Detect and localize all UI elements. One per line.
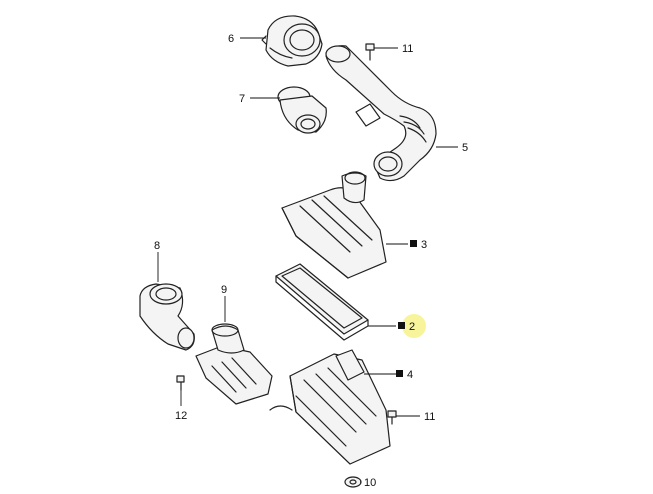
callout-3-label[interactable]: 3 [421,239,427,251]
callout-12-label[interactable]: 12 [175,410,187,422]
leader-lines [157,37,458,483]
part-11-bolt-bottom[interactable] [387,410,397,425]
part-6-resonator[interactable] [261,15,323,67]
callout-2-highlight [402,314,426,338]
part-7-elbow[interactable] [277,86,327,134]
part-8-lower-elbow[interactable] [139,283,195,351]
callout-8-label[interactable]: 8 [154,240,160,252]
part-2-filter-element[interactable] [275,263,369,341]
callout-7-label[interactable]: 7 [239,93,245,105]
callout-9-label[interactable]: 9 [221,284,227,296]
callout-3-marker [410,240,417,247]
part-5-intake-duct[interactable] [325,45,437,182]
callout-6-label[interactable]: 6 [228,33,234,45]
callout-4-marker [396,370,403,377]
part-10-grommet[interactable] [344,476,362,488]
part-4-lower-body[interactable] [269,349,391,465]
callout-2-marker [398,322,405,329]
callout-5-label[interactable]: 5 [462,142,468,154]
callout-11-bottom-label[interactable]: 11 [424,411,435,423]
callout-11-top-label[interactable]: 11 [402,43,413,55]
callout-4-label[interactable]: 4 [407,369,413,381]
part-11-bolt-top[interactable] [365,43,375,61]
part-9-inlet-duct[interactable] [195,323,273,405]
part-12-clip[interactable] [176,375,185,391]
callout-10-label[interactable]: 10 [364,477,376,489]
callout-2-label[interactable]: 2 [409,321,415,333]
part-3-upper-cover[interactable] [281,171,387,279]
